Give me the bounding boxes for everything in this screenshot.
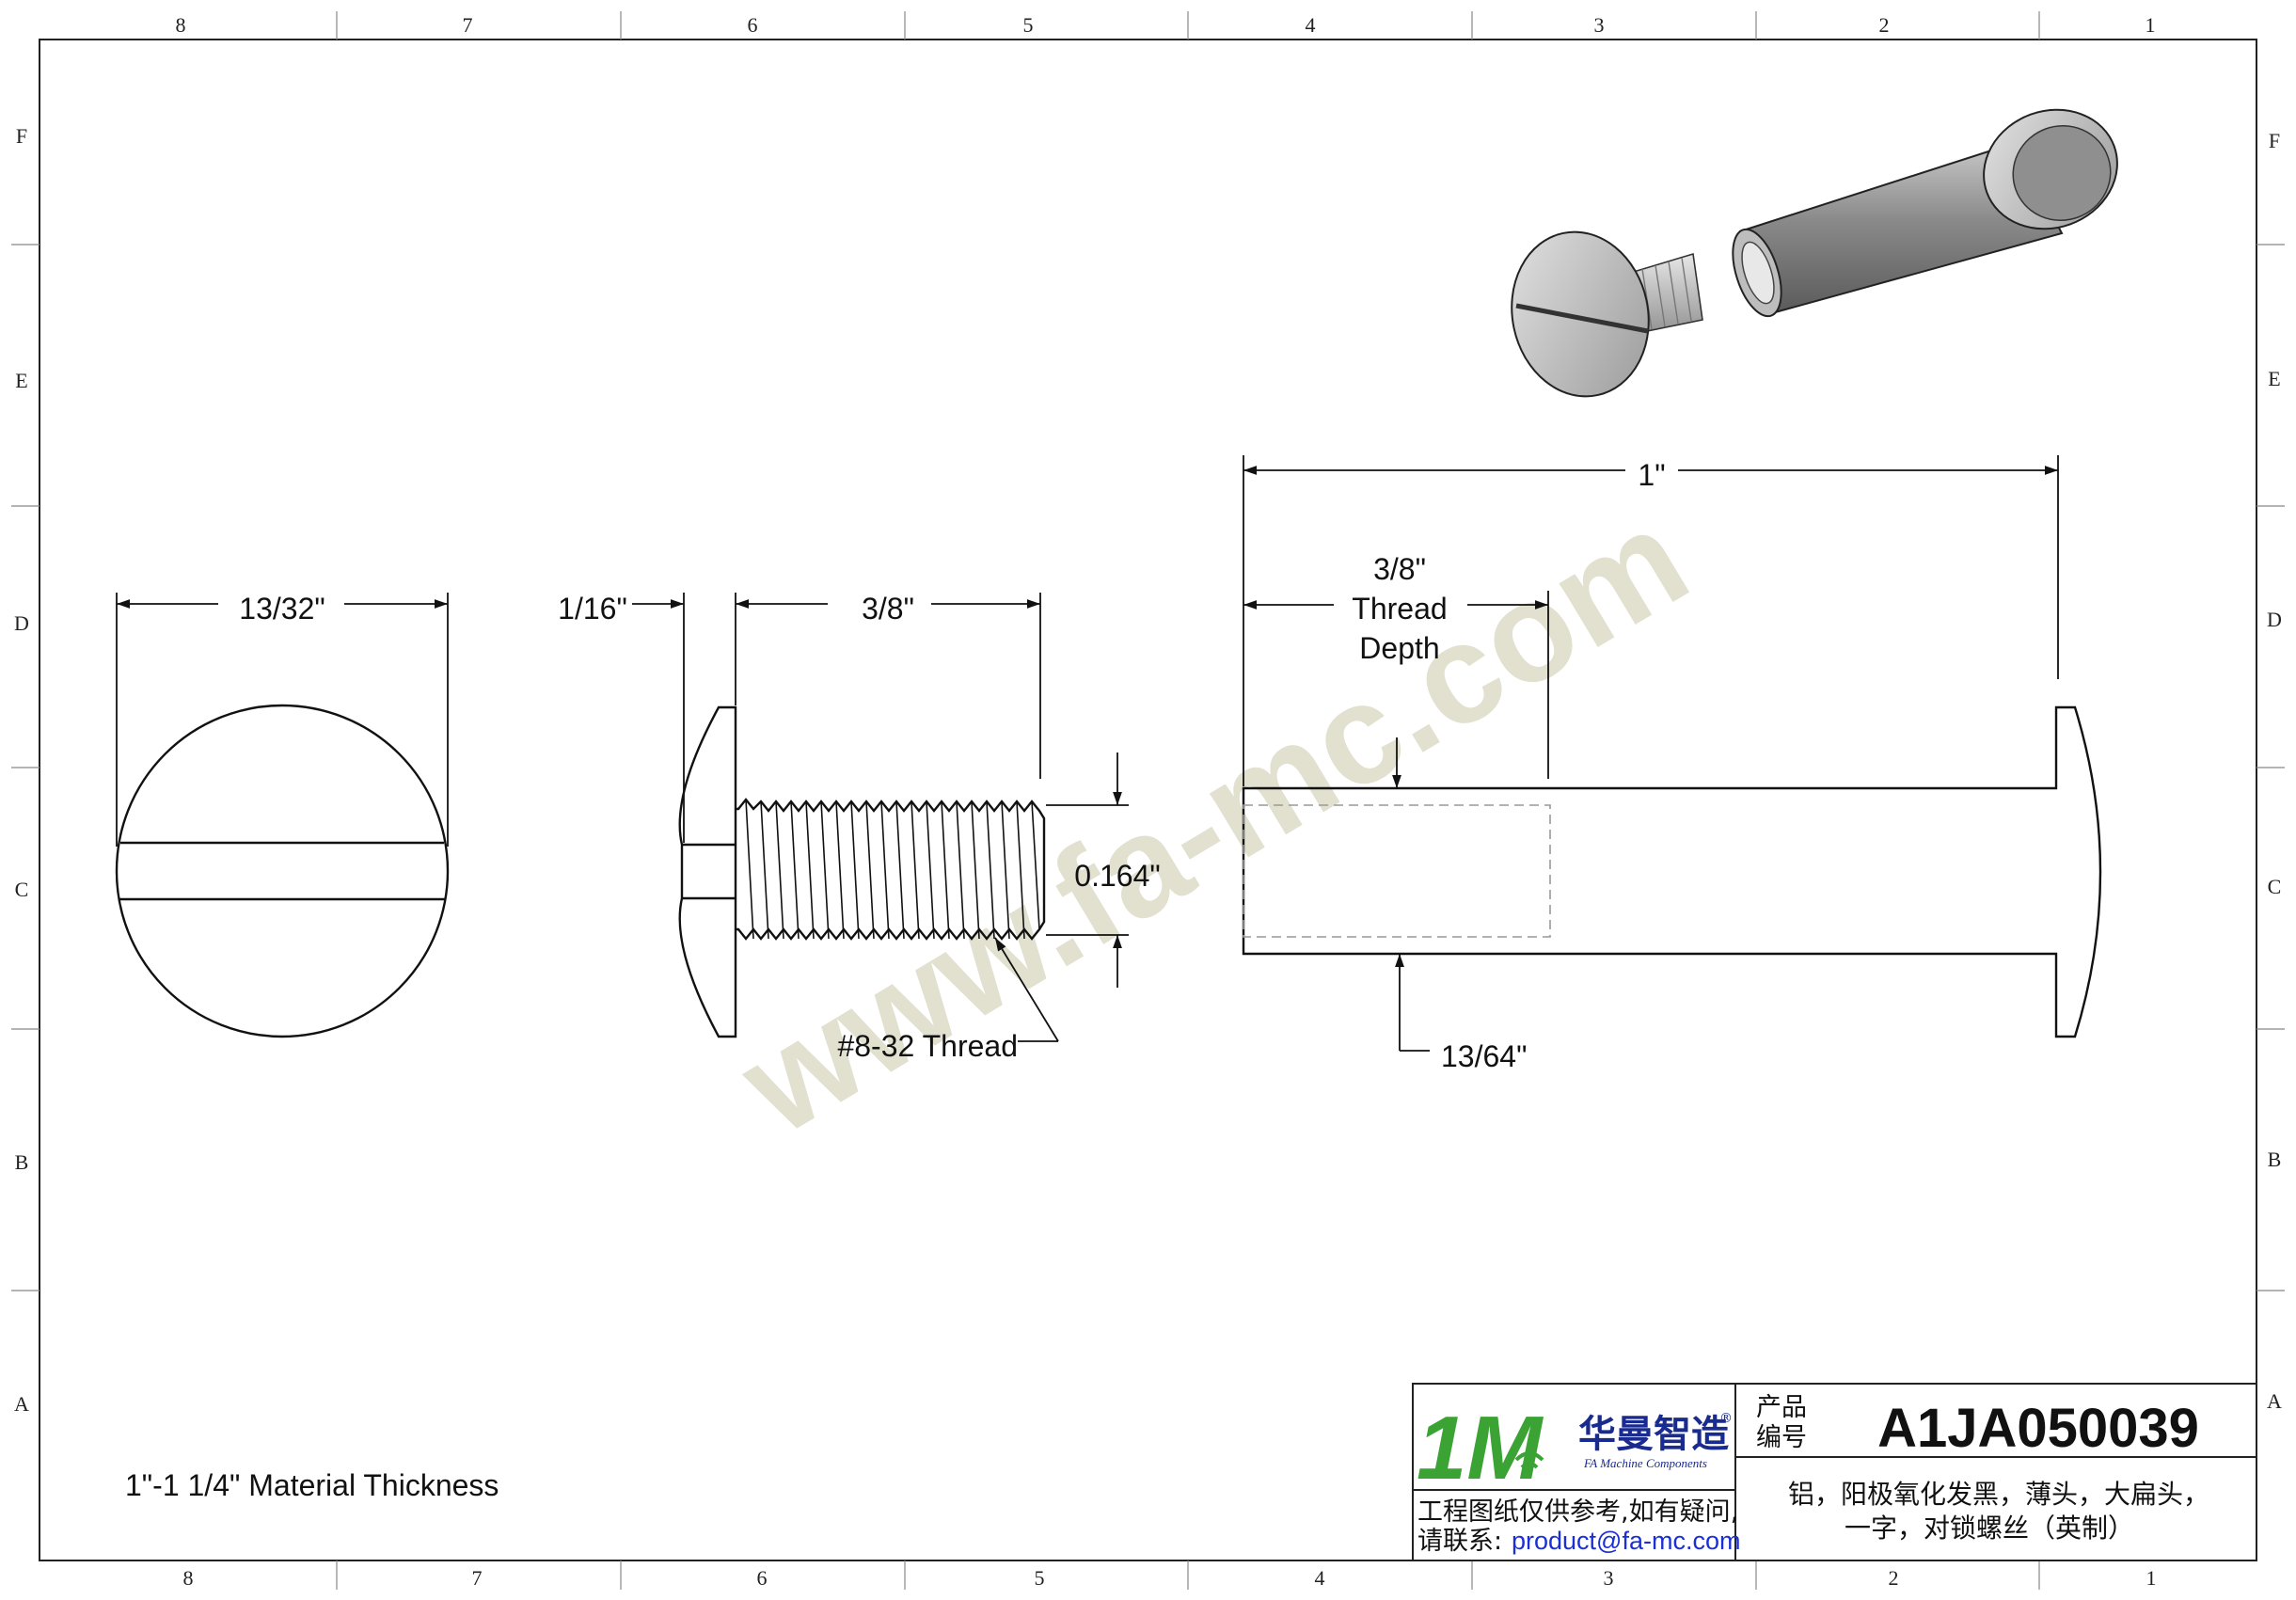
screw-length-label: 3/8" xyxy=(862,592,914,626)
zone-col-label: 2 xyxy=(1889,1566,1899,1590)
zone-row-label: F xyxy=(16,124,27,148)
product-label-line2: 编号 xyxy=(1756,1423,1807,1452)
screw-head-profile xyxy=(678,705,737,1038)
zone-labels-bottom: 8 7 6 5 4 3 2 1 xyxy=(183,1566,2157,1590)
zone-labels-right: F E D C B A xyxy=(2267,129,2282,1413)
logo-mark-text: 1M xyxy=(1417,1398,1544,1498)
hidden-thread-bore xyxy=(1243,804,1551,938)
zone-row-label: A xyxy=(14,1392,29,1416)
zone-col-label: 1 xyxy=(2146,1566,2157,1590)
border-frame: 8 7 6 5 4 3 2 1 8 7 6 5 4 3 2 1 F E D C … xyxy=(11,11,2285,1590)
brand-name-cn: 华曼智造 xyxy=(1578,1413,1729,1456)
zone-col-label: 7 xyxy=(463,13,473,37)
product-label-line1: 产品 xyxy=(1756,1393,1807,1422)
thread-depth-value-label: 3/8" xyxy=(1373,552,1426,586)
zone-row-label: D xyxy=(14,611,29,635)
zone-row-label: C xyxy=(2268,875,2282,898)
zone-col-label: 2 xyxy=(1879,13,1890,37)
zone-labels-top: 8 7 6 5 4 3 2 1 xyxy=(176,13,2156,37)
screw-head-3d xyxy=(1511,230,1650,398)
zone-labels-left: F E D C B A xyxy=(14,124,29,1416)
overall-length-label: 1" xyxy=(1638,458,1665,492)
screw-side-view: 1/16" 3/8" 0.164" #8-32 Thread xyxy=(558,592,1161,1063)
thread-depth-line1-label: Thread xyxy=(1352,592,1447,626)
contact-email-link[interactable]: product@fa-mc.com xyxy=(1512,1527,1740,1555)
screw-thread-outline xyxy=(736,798,1046,941)
product-code: A1JA050039 xyxy=(1877,1398,2199,1459)
material-thickness-note: 1"-1 1/4" Material Thickness xyxy=(125,1468,499,1502)
description-line2: 一字，对锁螺丝（英制） xyxy=(1845,1513,2134,1544)
zone-col-label: 4 xyxy=(1315,1566,1325,1590)
screw-slot-3d xyxy=(1515,303,1649,334)
zone-row-label: B xyxy=(15,1150,29,1174)
barrel-diameter-label: 13/64" xyxy=(1441,1039,1527,1073)
zone-row-label: C xyxy=(15,878,29,901)
zone-ticks xyxy=(11,11,2285,1590)
thread-leader-line xyxy=(994,937,1059,1042)
thread-depth-line2-label: Depth xyxy=(1359,631,1439,665)
zone-row-label: A xyxy=(2267,1389,2282,1413)
zone-col-label: 8 xyxy=(176,13,186,37)
barrel-outline xyxy=(1242,705,2102,1038)
brand-name-en: FA Machine Components xyxy=(1583,1456,1707,1470)
thread-crest-lines xyxy=(745,799,1040,940)
zone-col-label: 1 xyxy=(2146,13,2156,37)
barrel-side-view: 1" 3/8" Thread Depth 13/64" xyxy=(1242,455,2102,1073)
thread-callout-label: #8-32 Thread xyxy=(837,1029,1018,1063)
head-diameter-label: 13/32" xyxy=(239,592,325,626)
wifi-icon xyxy=(1514,1451,1544,1469)
zone-col-label: 5 xyxy=(1023,13,1034,37)
minor-diameter-label: 0.164" xyxy=(1074,859,1160,893)
zone-col-label: 8 xyxy=(183,1566,194,1590)
zone-col-label: 5 xyxy=(1035,1566,1045,1590)
zone-col-label: 6 xyxy=(757,1566,768,1590)
title-block: 1M 华曼智造 FA Machine Components ® 工程图纸仅供参考… xyxy=(1412,1383,2257,1561)
zone-col-label: 3 xyxy=(1594,13,1605,37)
head-circle xyxy=(115,704,450,1038)
contact-label: 请联系: xyxy=(1417,1527,1502,1556)
zone-col-label: 7 xyxy=(472,1566,483,1590)
zone-row-label: D xyxy=(2267,608,2282,631)
zone-col-label: 4 xyxy=(1306,13,1316,37)
company-logo: 1M 华曼智造 FA Machine Components ® xyxy=(1417,1398,1733,1498)
zone-col-label: 6 xyxy=(748,13,758,37)
isometric-illustration xyxy=(1511,108,2118,398)
zone-col-label: 3 xyxy=(1604,1566,1614,1590)
zone-row-label: E xyxy=(15,369,27,392)
registered-mark: ® xyxy=(1719,1411,1733,1426)
head-thickness-label: 1/16" xyxy=(558,592,627,626)
zone-row-label: F xyxy=(2269,129,2280,152)
barrel-flange-face xyxy=(2012,125,2112,221)
barrel-bore xyxy=(1741,241,1775,305)
disclaimer-text: 工程图纸仅供参考,如有疑问, xyxy=(1417,1497,1738,1527)
head-end-view: 13/32" xyxy=(115,592,450,1038)
zone-row-label: B xyxy=(2268,1148,2282,1171)
zone-row-label: E xyxy=(2268,367,2280,390)
description-line1: 铝，阳极氧化发黑，薄头，大扁头， xyxy=(1788,1479,2209,1510)
